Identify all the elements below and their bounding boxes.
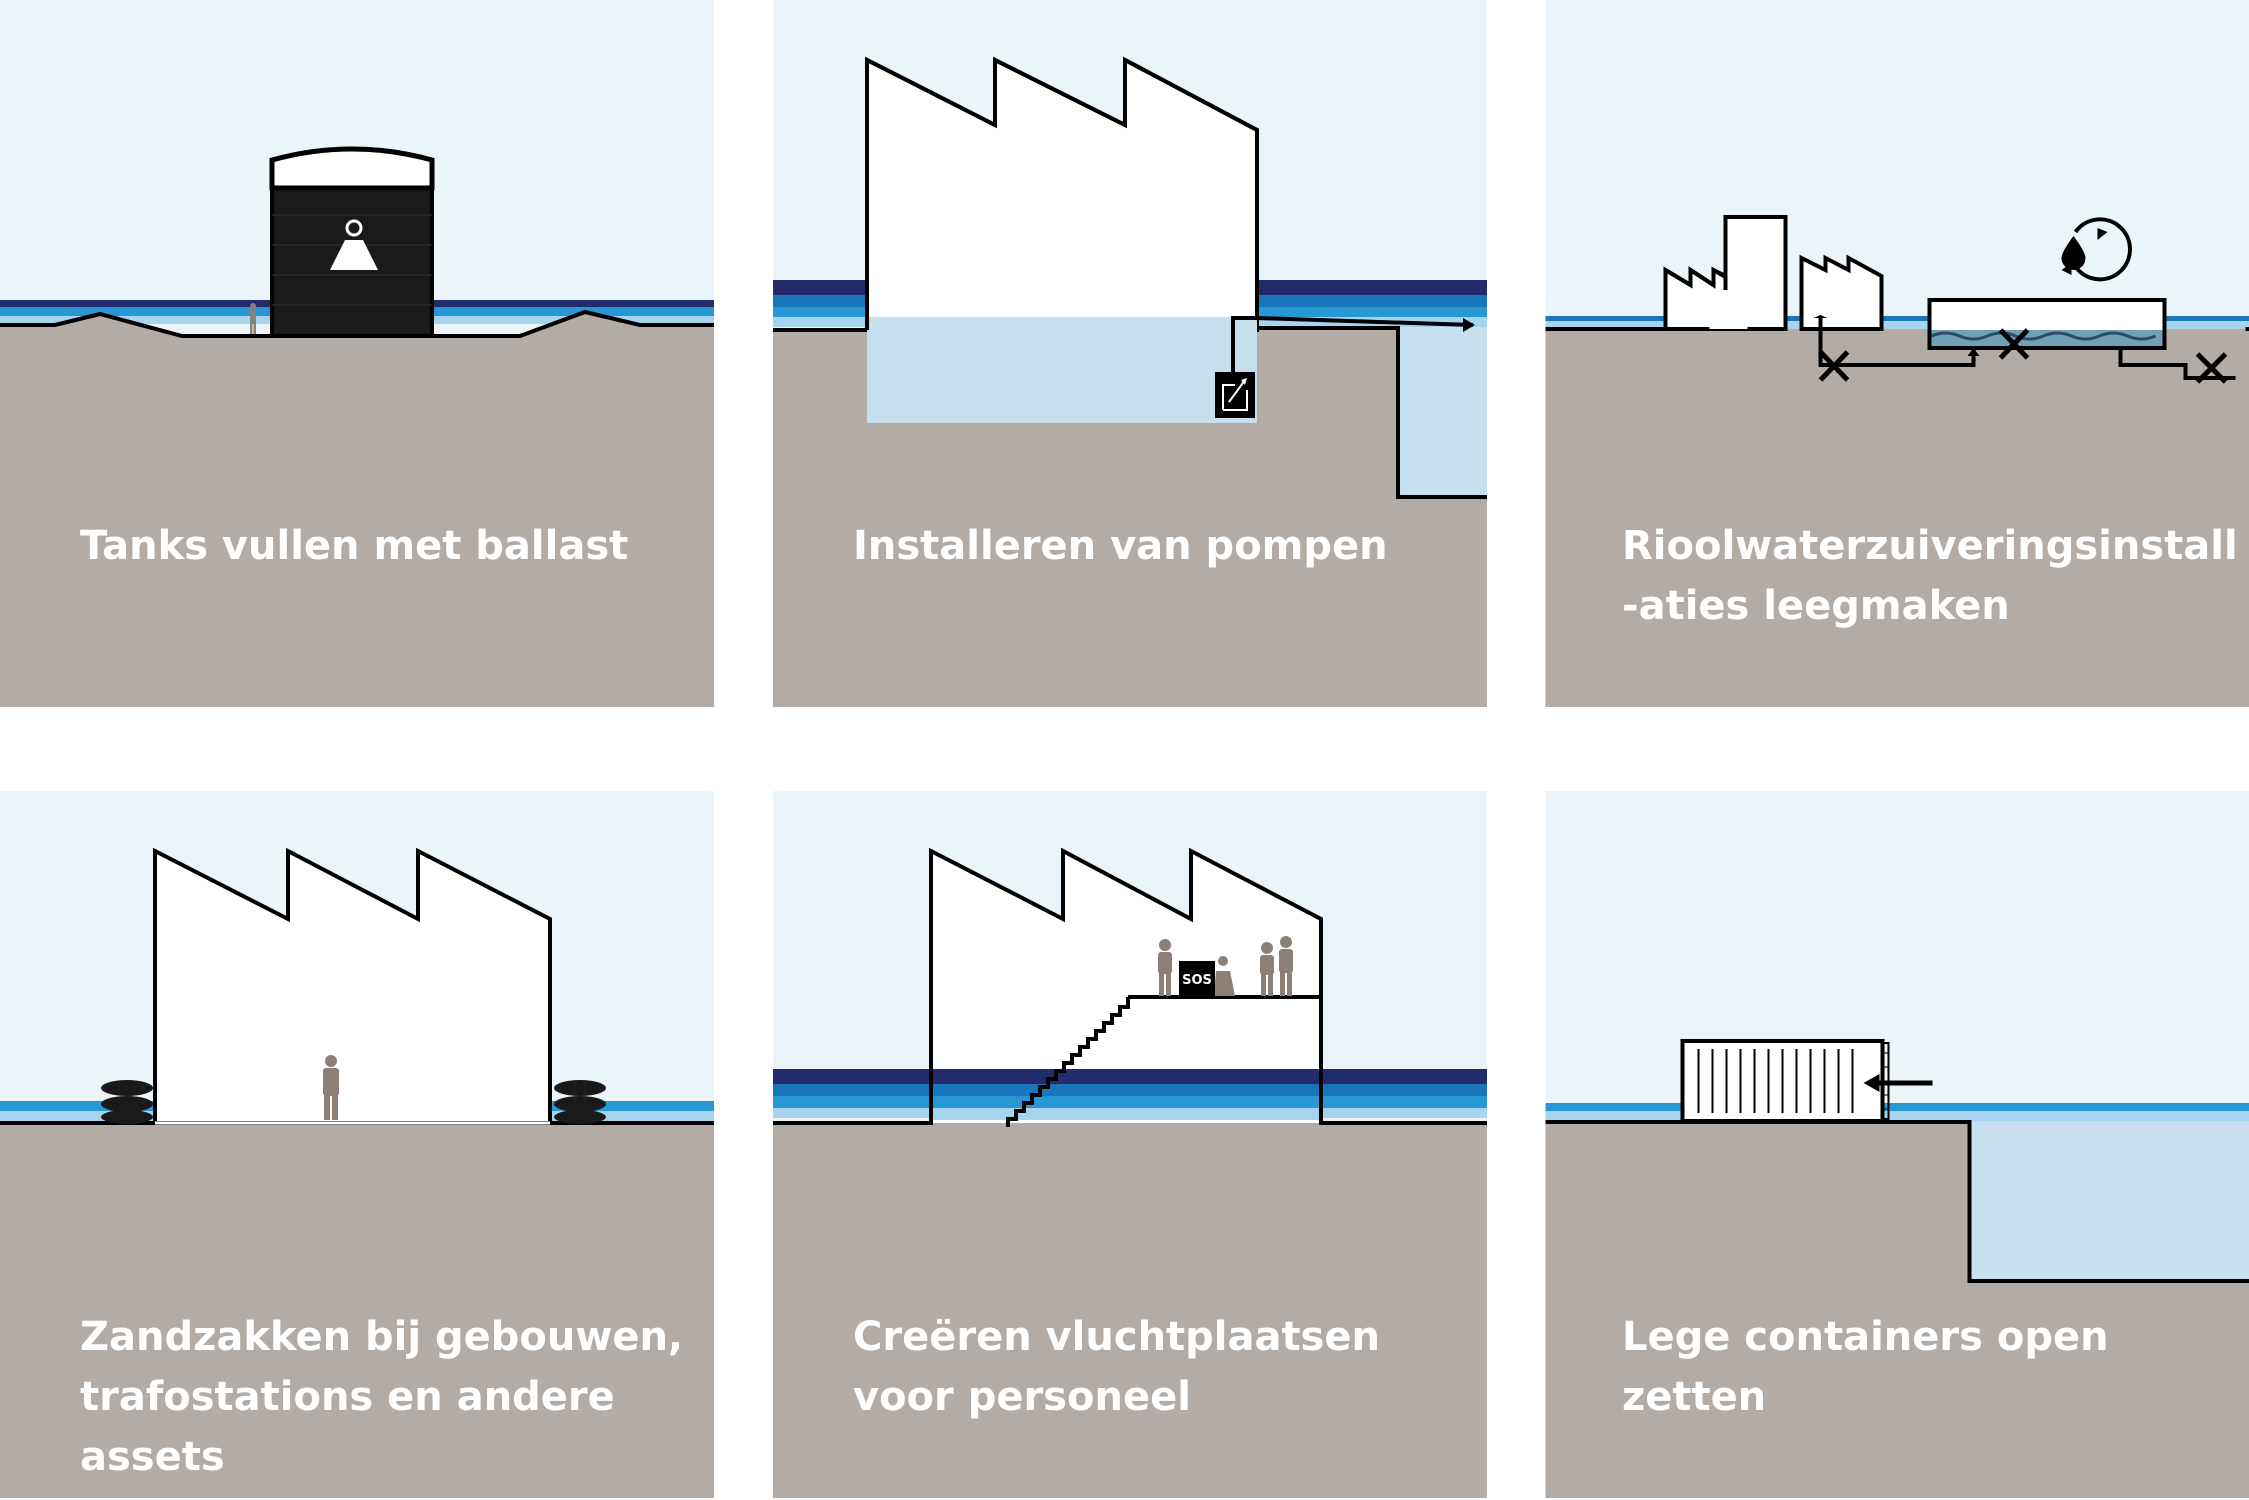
panel-tanks-ballast: Tanks vullen met ballast xyxy=(0,0,714,707)
caption-containers: Lege containers open zetten xyxy=(1622,1314,2109,1420)
caption-install-pumps: Installeren van pompen xyxy=(853,523,1388,569)
panel-refuge: SOS Creëren vluchtplaatsen voor personee… xyxy=(773,791,1487,1498)
panel-containers: Lege containers open zetten xyxy=(1542,791,2249,1498)
caption-tanks-ballast: Tanks vullen met ballast xyxy=(80,523,629,569)
person-icon xyxy=(1158,936,1293,996)
pump-illustration xyxy=(773,0,1487,707)
panel-sandbags: Zandzakken bij gebouwen, trafostations e… xyxy=(0,791,714,1498)
caption-sandbags: Zandzakken bij gebouwen, trafostations e… xyxy=(80,1314,684,1480)
person-icon xyxy=(323,1055,339,1120)
water-cycle-icon xyxy=(2061,217,2132,282)
sewage-treatment-illustration xyxy=(1545,0,2249,707)
pump-icon xyxy=(1215,372,1255,418)
refuge-illustration: SOS xyxy=(773,791,1487,1498)
sandbag-icon xyxy=(101,1080,606,1124)
sos-label: SOS xyxy=(1182,973,1212,988)
panel-install-pumps: Installeren van pompen xyxy=(773,0,1487,707)
sos-sign xyxy=(1179,961,1215,997)
panel-sewage-treatment: Rioolwaterzuiveringsinstall -aties leegm… xyxy=(1542,0,2249,707)
weight-icon xyxy=(330,219,378,270)
sandbag-illustration xyxy=(0,791,714,1498)
blocked-x-icon xyxy=(1818,328,2228,384)
person-icon xyxy=(250,303,256,334)
container-icon xyxy=(1680,1039,1890,1123)
container-illustration xyxy=(1545,791,2249,1498)
arrow-left-icon xyxy=(1863,1074,1933,1092)
caption-refuge: Creëren vluchtplaatsen voor personeel xyxy=(853,1314,1381,1420)
tank-ballast-illustration xyxy=(0,0,714,707)
caption-sewage-treatment: Rioolwaterzuiveringsinstall -aties leegm… xyxy=(1622,523,2238,629)
